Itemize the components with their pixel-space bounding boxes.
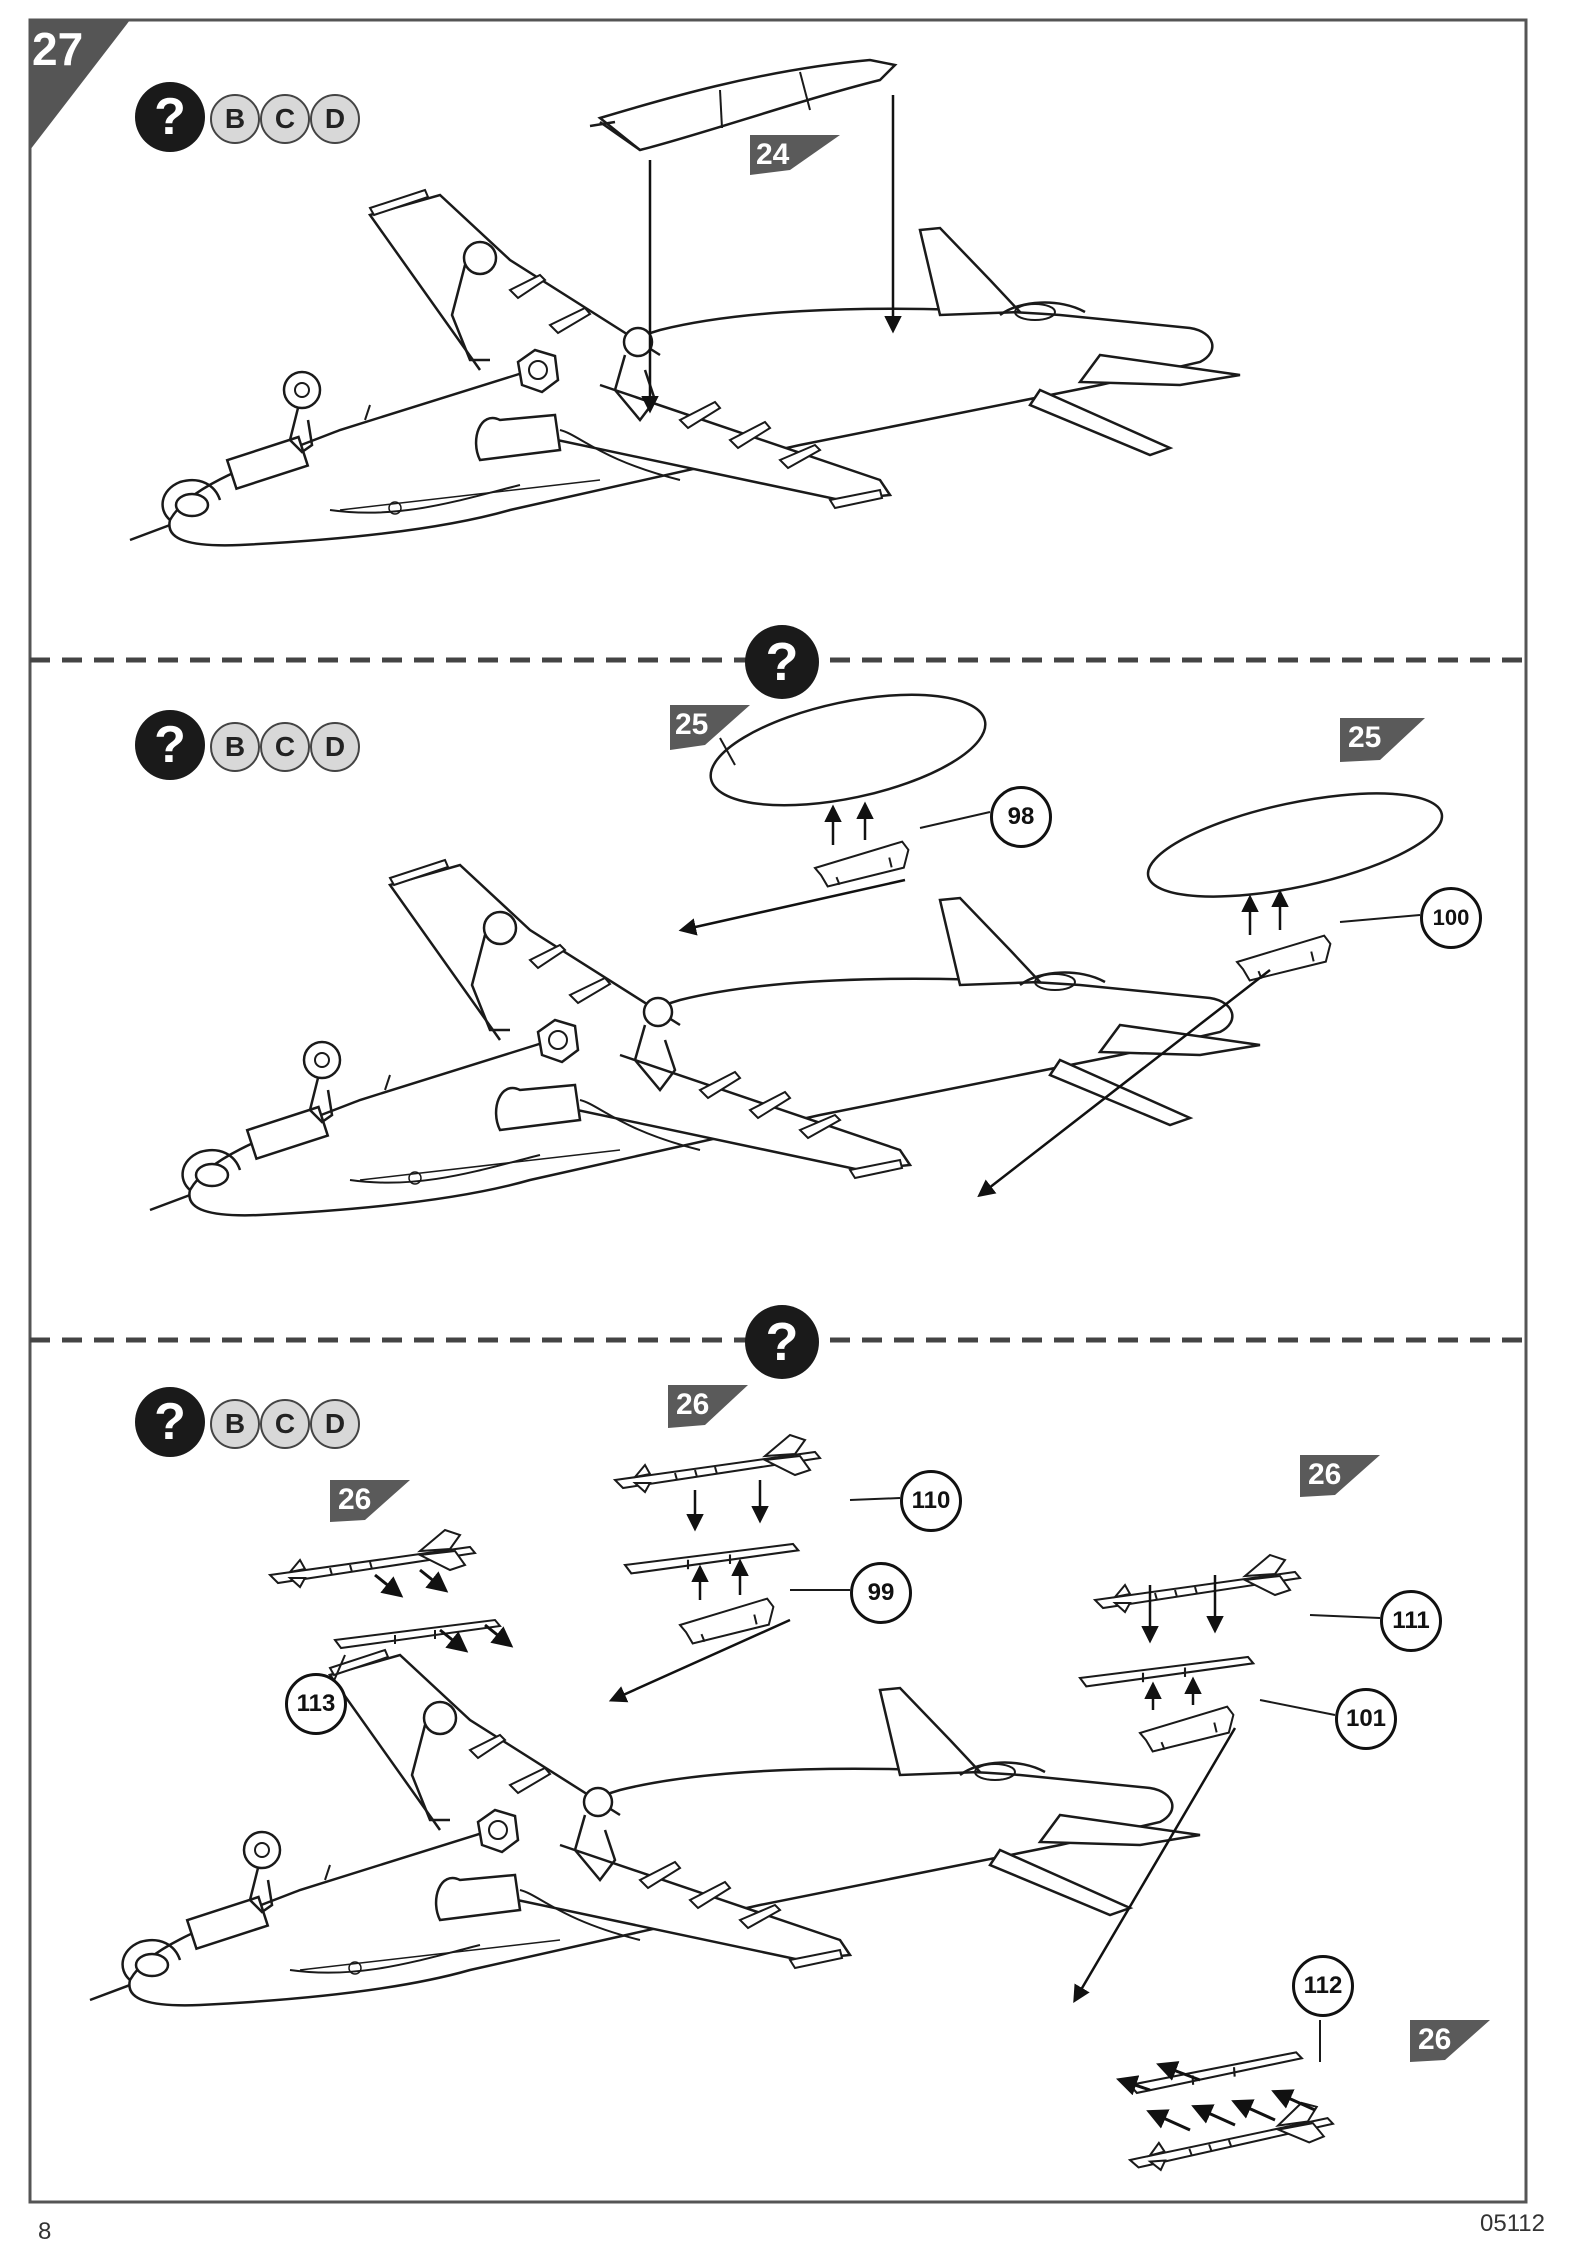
question-icon: ? bbox=[135, 710, 205, 780]
variant-badge: C bbox=[260, 94, 310, 144]
variant-badge: D bbox=[310, 722, 360, 772]
aircraft-drawing-top bbox=[128, 188, 1242, 547]
variant-badge: C bbox=[260, 722, 310, 772]
variant-badge: B bbox=[210, 94, 260, 144]
leader-line bbox=[849, 1497, 901, 1501]
part-number-101: 101 bbox=[1335, 1688, 1397, 1750]
part-25-tank-right bbox=[1146, 792, 1444, 898]
callout-26-badge-b bbox=[668, 1385, 748, 1428]
variant-badge: B bbox=[210, 1399, 260, 1449]
part-26-missile-c bbox=[1094, 1554, 1301, 1613]
kit-number: 05112 bbox=[1480, 2210, 1545, 2237]
assembly-arrow bbox=[977, 969, 1271, 1198]
assembly-arrow bbox=[374, 1573, 404, 1598]
assembly-arrow bbox=[678, 878, 906, 936]
part-101-pylon bbox=[1137, 1704, 1238, 1754]
assembly-arrow bbox=[1191, 2104, 1236, 2127]
part-113-rail bbox=[334, 1619, 501, 1649]
variant-badge: B bbox=[210, 722, 260, 772]
variant-badge: C bbox=[260, 1399, 310, 1449]
assembly-arrow bbox=[484, 1623, 514, 1648]
part-110-rail bbox=[623, 1542, 800, 1575]
question-icon: ? bbox=[745, 1305, 819, 1379]
part-26-missile-a bbox=[269, 1529, 476, 1588]
question-icon: ? bbox=[135, 82, 205, 152]
part-number-113: 113 bbox=[285, 1673, 347, 1735]
assembly-arrow bbox=[1146, 2109, 1191, 2132]
assembly-arrow bbox=[1271, 2089, 1316, 2112]
callout-25-badge-right bbox=[1340, 718, 1425, 762]
callout-25: 25 bbox=[675, 708, 709, 741]
page-number: 8 bbox=[38, 2218, 52, 2245]
variant-badge: D bbox=[310, 94, 360, 144]
leader-line bbox=[719, 737, 736, 766]
callout-26-d: 26 bbox=[1418, 2023, 1452, 2056]
callout-26-badge-a bbox=[330, 1480, 410, 1522]
part-111-rail bbox=[1078, 1655, 1255, 1688]
question-icon: ? bbox=[135, 1387, 205, 1457]
part-number-100: 100 bbox=[1420, 887, 1482, 949]
leader-line bbox=[919, 811, 991, 829]
page-frame bbox=[28, 18, 1528, 2204]
part-112-rail bbox=[1127, 2050, 1305, 2095]
callout-26-a: 26 bbox=[338, 1483, 372, 1516]
part-number-99: 99 bbox=[850, 1562, 912, 1624]
callout-24-badge bbox=[750, 135, 840, 175]
callout-26-badge-d bbox=[1410, 2020, 1490, 2062]
assembly-arrow bbox=[419, 1568, 449, 1593]
assembly-arrow bbox=[1231, 2099, 1276, 2122]
part-number-110: 110 bbox=[900, 1470, 962, 1532]
variant-badge: D bbox=[310, 1399, 360, 1449]
part-24-tank bbox=[589, 58, 898, 152]
callout-26-c: 26 bbox=[1308, 1458, 1342, 1491]
leader-line bbox=[1339, 914, 1421, 923]
question-icon: ? bbox=[745, 625, 819, 699]
callout-25-right: 25 bbox=[1348, 721, 1382, 754]
assembly-arrow bbox=[1116, 2075, 1151, 2096]
assembly-arrow bbox=[1156, 2061, 1201, 2082]
callout-26-badge-c bbox=[1300, 1455, 1380, 1497]
callout-25-badge bbox=[670, 705, 750, 750]
part-number-111: 111 bbox=[1380, 1590, 1442, 1652]
part-26-missile-b bbox=[614, 1434, 821, 1493]
step-number: 27 bbox=[32, 23, 84, 75]
part-25-tank bbox=[709, 693, 987, 807]
assembly-arrow bbox=[439, 1628, 469, 1653]
leader-line bbox=[1309, 1614, 1381, 1619]
part-number-98: 98 bbox=[990, 786, 1052, 848]
assembly-arrow bbox=[1073, 1727, 1237, 2004]
part-26-missile-d bbox=[1125, 2099, 1337, 2173]
part-number-112: 112 bbox=[1292, 1955, 1354, 2017]
step-number-badge bbox=[30, 20, 130, 150]
leader-line bbox=[1259, 1699, 1336, 1716]
aircraft-drawing-bottom bbox=[88, 1648, 1202, 2007]
callout-26-b: 26 bbox=[676, 1388, 710, 1421]
part-99-pylon bbox=[677, 1596, 778, 1646]
callout-24: 24 bbox=[756, 138, 790, 171]
aircraft-drawing-middle bbox=[148, 858, 1262, 1217]
part-100-pylon bbox=[1234, 933, 1335, 983]
assembly-arrow bbox=[608, 1618, 791, 1703]
